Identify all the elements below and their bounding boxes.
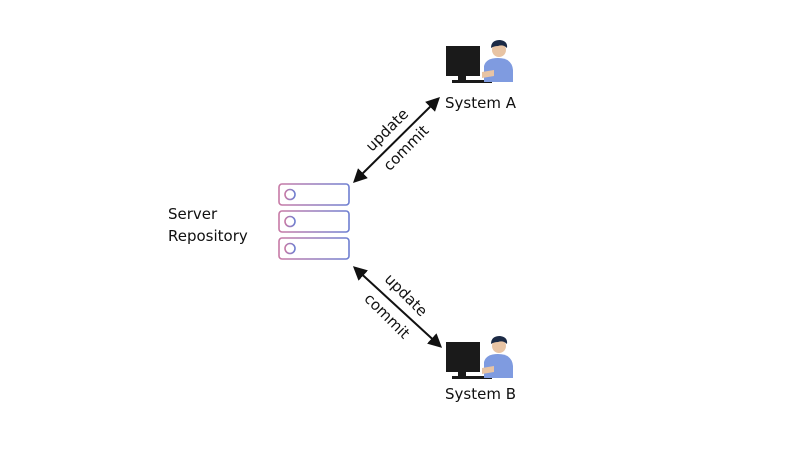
user-at-computer-icon xyxy=(446,40,513,83)
server-icon xyxy=(278,183,350,264)
arrow-server-system-a xyxy=(353,97,440,183)
system-a-label: System A xyxy=(445,94,516,112)
arrow-server-system-b xyxy=(352,266,443,348)
user-at-computer-icon xyxy=(446,336,513,379)
server-label-line1: Server xyxy=(168,205,218,223)
server-label-line2: Repository xyxy=(168,227,248,245)
server-repository-label: Server Repository xyxy=(168,203,248,247)
system-b-label: System B xyxy=(445,385,516,403)
